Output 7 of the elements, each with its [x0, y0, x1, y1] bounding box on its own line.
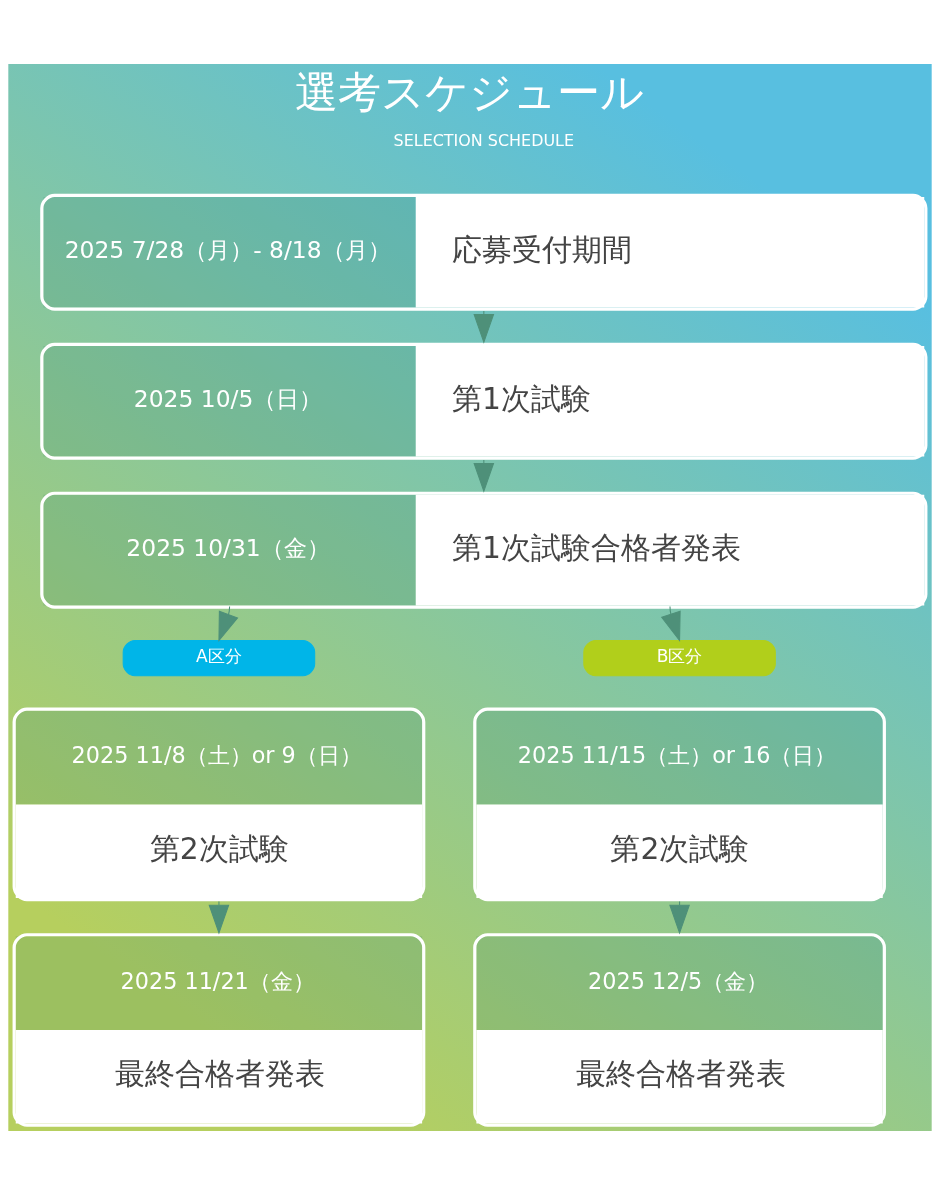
arrow [218, 606, 239, 643]
arrow [208, 901, 230, 935]
arrow [660, 606, 681, 643]
diagram-title: 選考スケジュール [295, 67, 645, 117]
node-box: B区分 [583, 640, 776, 677]
node-box: A区分 [122, 640, 316, 677]
label: SELECTION SCHEDULE [393, 131, 575, 151]
